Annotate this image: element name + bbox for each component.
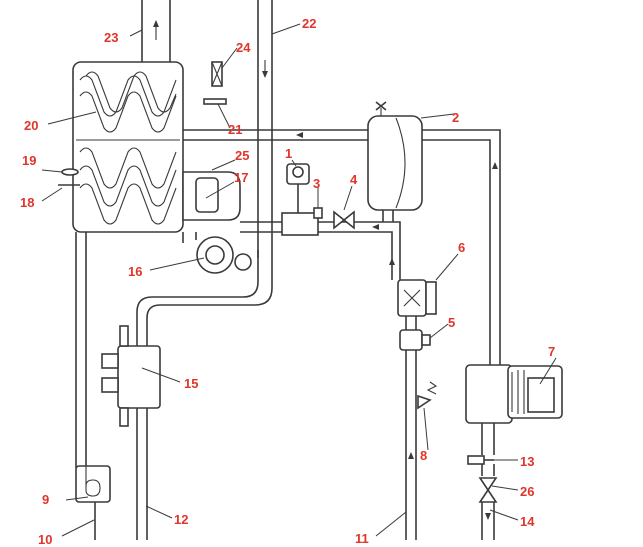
label-11: 11 [355, 531, 369, 546]
label-13: 13 [520, 454, 534, 469]
label-25: 25 [235, 148, 249, 163]
label-3: 3 [313, 176, 320, 191]
flow-sensor-6 [397, 279, 437, 317]
label-16: 16 [128, 264, 142, 279]
burner-17 [182, 171, 241, 221]
label-6: 6 [458, 240, 465, 255]
air-valve-24 [211, 61, 223, 87]
label-10: 10 [38, 532, 52, 547]
label-14: 14 [520, 514, 535, 529]
label-7: 7 [548, 344, 555, 359]
diverter-valve-15 [101, 325, 161, 427]
label-1: 1 [285, 146, 292, 161]
label-2: 2 [452, 110, 459, 125]
air-intake-duct-22 [257, 0, 273, 258]
pump-16 [196, 236, 252, 274]
label-21: 21 [228, 122, 242, 137]
manifold [281, 212, 319, 236]
expansion-vessel-2 [367, 101, 423, 211]
label-4: 4 [350, 172, 358, 187]
label-24: 24 [236, 40, 251, 55]
tap-valve-26 [478, 477, 498, 503]
label-20: 20 [24, 118, 38, 133]
flue-sensor-21 [203, 98, 227, 105]
label-26: 26 [520, 484, 534, 499]
label-18: 18 [20, 195, 34, 210]
label-15: 15 [184, 376, 198, 391]
label-22: 22 [302, 16, 316, 31]
leader-lines [41, 23, 557, 537]
pressure-relief-8 [417, 381, 438, 410]
plate-exchanger-7 [465, 364, 563, 424]
label-12: 12 [174, 512, 188, 527]
air-vent-3 [313, 207, 323, 219]
label-17: 17 [234, 170, 248, 185]
label-19: 19 [22, 153, 36, 168]
ignition-electrode-19 [61, 168, 79, 176]
safety-valve-4 [333, 210, 355, 230]
label-8: 8 [420, 448, 427, 463]
pressure-sensor-1 [286, 163, 310, 213]
condensate-siphon-9 [75, 465, 111, 540]
label-5: 5 [448, 315, 455, 330]
flue-outlet-duct-23 [141, 0, 171, 62]
filter-5 [399, 329, 431, 351]
label-9: 9 [42, 492, 49, 507]
label-23: 23 [104, 30, 118, 45]
heat-exchanger-20 [72, 61, 184, 233]
